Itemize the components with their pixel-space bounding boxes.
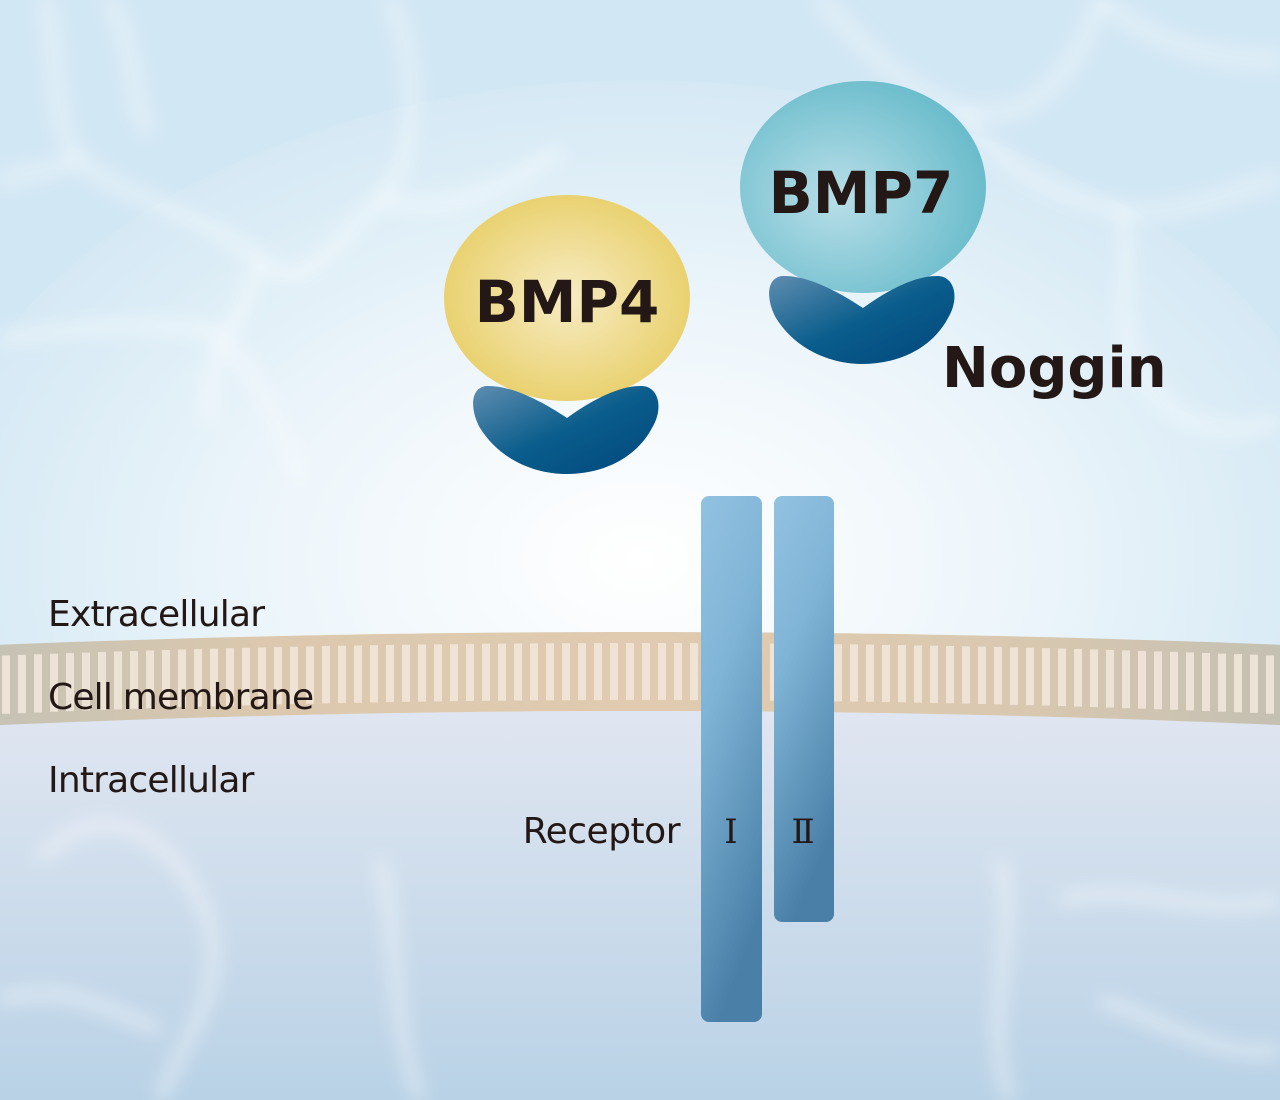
membrane-stripe [2, 655, 10, 714]
membrane-stripe [1266, 655, 1274, 714]
membrane-stripe [866, 644, 874, 702]
membrane-stripe [162, 650, 170, 708]
membrane-stripe [834, 644, 842, 702]
membrane-stripe [466, 643, 474, 701]
membrane-stripe [50, 653, 58, 712]
membrane-stripe [1122, 650, 1130, 709]
membrane-stripe [1218, 653, 1226, 712]
membrane-stripe [1154, 651, 1162, 710]
membrane-stripe [1058, 648, 1066, 707]
membrane-stripe [482, 643, 490, 701]
membrane-stripe [34, 654, 42, 713]
receptor-type-1[interactable] [701, 496, 762, 1022]
membrane-stripe [674, 643, 682, 700]
membrane-stripe [978, 646, 986, 704]
bmp7-noggin-complex: BMP7 [740, 81, 986, 364]
membrane-stripe [354, 645, 362, 703]
membrane-stripe [962, 646, 970, 704]
membrane-stripe [514, 643, 522, 701]
membrane-stripe [1042, 648, 1050, 706]
membrane-stripe [530, 643, 538, 701]
membrane-stripe [1138, 650, 1146, 709]
membrane-stripe [434, 644, 442, 702]
membrane-stripe [66, 653, 74, 712]
membrane-stripe [898, 645, 906, 703]
receptor-type-2[interactable] [774, 496, 834, 922]
membrane-stripe [1010, 647, 1018, 705]
cell-membrane-label: Cell membrane [48, 677, 313, 718]
membrane-stripe [98, 652, 106, 710]
membrane-stripe [1026, 647, 1034, 706]
noggin-protein-bmp7[interactable] [769, 275, 955, 364]
bmp4-label: BMP4 [475, 268, 660, 336]
membrane-stripe [306, 646, 314, 704]
membrane-stripe [1074, 649, 1082, 707]
membrane-stripe [914, 645, 922, 703]
membrane-stripe [194, 649, 202, 707]
membrane-stripe [1234, 654, 1242, 713]
membrane-stripe [1090, 649, 1098, 708]
membrane-stripe [386, 644, 394, 703]
membrane-stripe [338, 645, 346, 704]
membrane-stripe [690, 643, 698, 701]
membrane-stripe [18, 654, 26, 714]
extracellular-label: Extracellular [48, 594, 265, 635]
membrane-stripe [258, 647, 266, 705]
bmp7-label: BMP7 [769, 159, 954, 227]
membrane-stripe [562, 643, 570, 701]
membrane-stripe [450, 644, 458, 702]
membrane-band [0, 632, 1280, 726]
membrane-stripe [882, 644, 890, 703]
membrane-stripe [130, 651, 138, 709]
membrane-stripe [242, 647, 250, 706]
bmp7-protein[interactable] [740, 81, 986, 293]
membrane-stripe [1250, 654, 1258, 713]
membrane-stripe [642, 643, 650, 700]
membrane-stripe [274, 647, 282, 705]
membrane-stripe [658, 643, 666, 700]
receptor-complex: Ⅰ Ⅱ Receptor [523, 496, 834, 1022]
membrane-stripe [594, 643, 602, 701]
intracellular-label: Intracellular [48, 760, 255, 801]
membrane-stripe [178, 649, 186, 708]
membrane-stripe [418, 644, 426, 702]
membrane-stripe [402, 644, 410, 702]
membrane-stripe [578, 643, 586, 701]
receptor-type-2-numeral: Ⅱ [791, 812, 814, 852]
membrane-stripe [146, 650, 154, 709]
membrane-stripe [370, 645, 378, 703]
membrane-stripe [994, 647, 1002, 705]
membrane-stripe [1202, 653, 1210, 712]
receptor-type-1-numeral: Ⅰ [724, 812, 737, 852]
membrane-stripe [1186, 652, 1194, 711]
noggin-label: Noggin [942, 336, 1167, 401]
membrane-stripe [1170, 651, 1178, 710]
membrane-stripe [610, 643, 618, 700]
membrane-stripe [546, 643, 554, 701]
bmp4-noggin-complex: BMP4 [444, 195, 690, 474]
membrane-stripe [322, 646, 330, 704]
membrane-stripe [946, 646, 954, 704]
membrane-stripe [290, 646, 298, 705]
bmp4-protein[interactable] [444, 195, 690, 401]
noggin-protein-bmp4[interactable] [473, 385, 659, 474]
membrane-stripe [1106, 649, 1114, 708]
membrane-stripe [850, 644, 858, 702]
membrane-stripe [210, 648, 218, 707]
membrane-stripe [114, 651, 122, 710]
membrane-stripe [930, 645, 938, 703]
membrane-stripe [498, 643, 506, 701]
background-intracellular [0, 711, 1280, 1100]
membrane-stripe [226, 648, 234, 706]
membrane-stripe [82, 652, 90, 711]
membrane-stripe [626, 643, 634, 700]
receptor-label: Receptor [523, 811, 681, 852]
